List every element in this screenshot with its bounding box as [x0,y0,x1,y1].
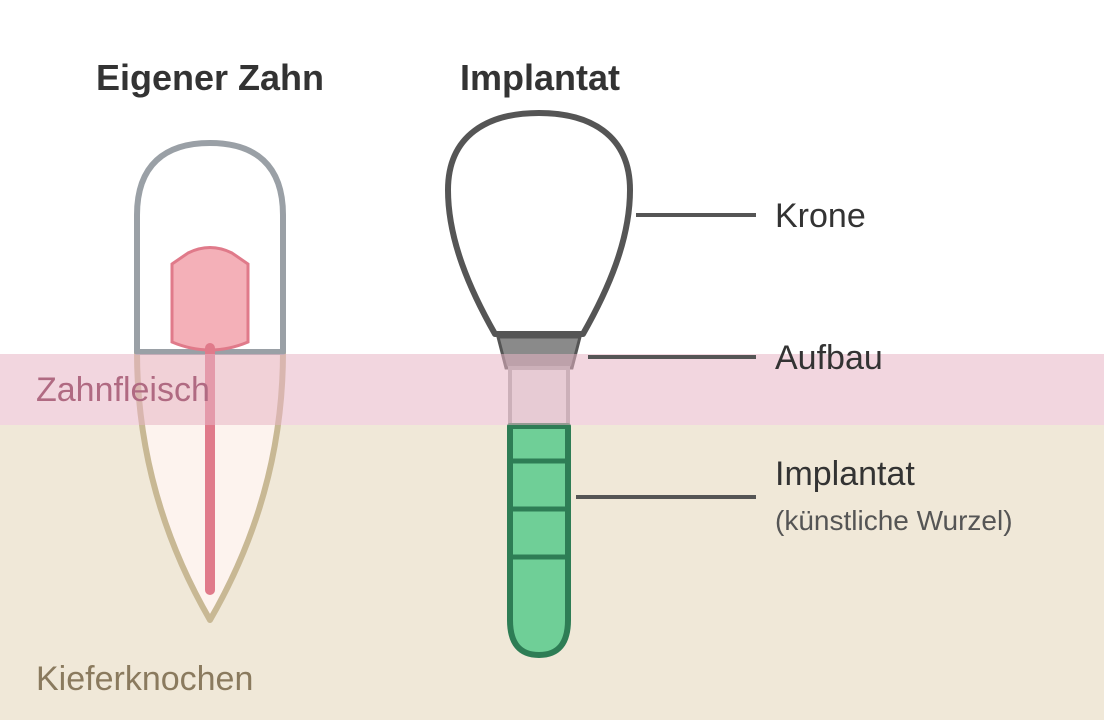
abutment-label: Aufbau [775,339,883,377]
gum-zone [0,354,1104,425]
implant-label: Implantat [775,455,915,493]
implant-title: Implantat [460,57,620,98]
implant-sublabel: (künstliche Wurzel) [775,505,1013,536]
gum-zone-label: Zahnfleisch [36,371,210,409]
implant-crown [445,110,633,337]
implant [445,110,633,658]
natural-tooth-title: Eigener Zahn [96,57,324,98]
jawbone-zone-label: Kieferknochen [36,660,253,698]
pulp-chamber [170,246,250,352]
crown-label: Krone [775,197,866,235]
implant-post [507,423,571,658]
